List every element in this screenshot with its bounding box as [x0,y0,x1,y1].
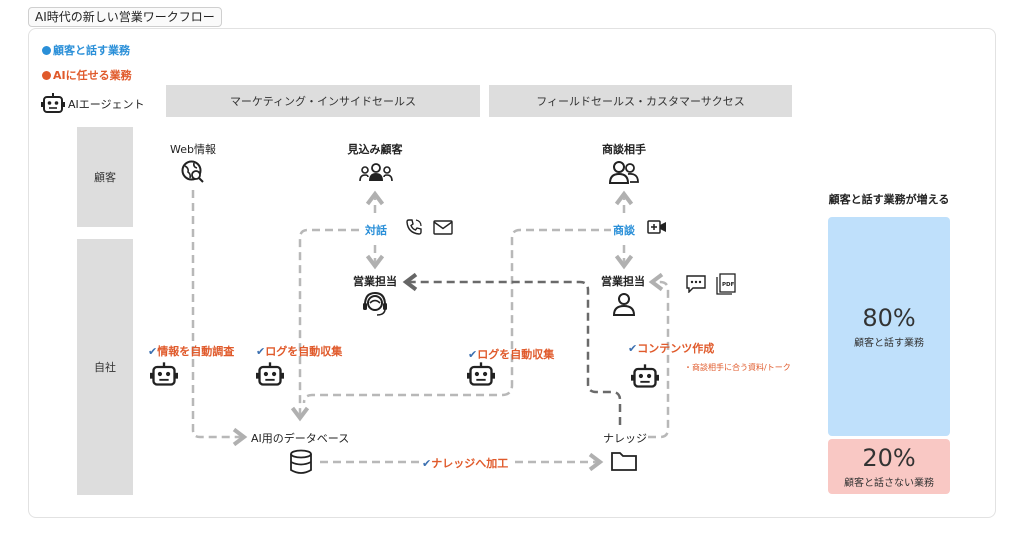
row-customer: 顧客 [77,127,133,227]
channel-talk-label: 対話 [363,222,389,238]
partner-label: 商談相手 [602,143,646,156]
task-content: ✔コンテンツ作成 [628,342,715,355]
stack-notalk-label: 顧客と話さない業務 [844,478,934,489]
task-content-note: ・商談相手に合う資料/トーク [684,363,791,372]
row-company: 自社 [77,239,133,495]
channel-meeting-label: 商談 [611,222,637,238]
connector-meeting-db [302,228,612,404]
rep-field-label: 営業担当 [601,275,645,288]
page-title: AI時代の新しい営業ワークフロー [28,7,222,27]
task-log-2: ✔ログを自動収集 [468,348,555,361]
band-marketing: マーケティング・インサイドセールス [166,85,480,117]
stack-segment-talk: 80% 顧客と話す業務 [828,217,950,436]
database-label: AI用のデータベース [251,432,350,445]
pdf-icon: PDF [716,273,736,295]
legend-talk-label: 顧客と話す業務 [53,44,130,57]
svg-text:PDF: PDF [722,282,735,288]
headset-icon [363,291,387,316]
legend-talk: 顧客と話す業務 [42,44,130,58]
web-label: Web情報 [170,143,216,156]
chat-icon [686,275,706,293]
connector-knowledge-marketing-rep [402,272,622,425]
legend-ai-label: AIに任せる業務 [53,69,132,82]
robot-icon [256,362,284,386]
robot-icon [631,364,659,388]
user-icon [612,293,636,316]
prospect-label: 見込み顧客 [347,143,403,156]
video-call-icon [647,220,666,234]
band-field: フィールドセールス・カスタマーサクセス [489,85,792,117]
people-icon [608,161,639,184]
web-search-icon [181,160,204,183]
task-knowledge: ✔ナレッジへ加工 [420,455,511,471]
rep-marketing-label: 営業担当 [353,275,397,288]
task-research: ✔情報を自動調査 [148,345,235,358]
stack-title: 顧客と話す業務が増える [828,193,950,206]
task-log-1: ✔ログを自動収集 [256,345,343,358]
robot-icon [41,93,65,113]
robot-icon [150,362,178,386]
stack-talk-label: 顧客と話す業務 [854,338,924,349]
connector-web-db [191,190,248,447]
blue-dot-icon [42,46,51,55]
legend-ai: AIに任せる業務 [42,69,132,83]
stack-notalk-percent: 20% [862,444,916,472]
connector-talk-db [290,228,372,422]
legend-agent-label: AIエージェント [68,98,145,111]
legend-agent [41,92,65,114]
stack-talk-percent: 80% [862,304,916,332]
phone-icon [406,219,422,235]
database-icon [290,449,312,474]
mail-icon [433,220,453,235]
robot-icon [467,362,495,386]
stack-segment-notalk: 20% 顧客と話さない業務 [828,439,950,494]
folder-icon [611,452,637,471]
group-icon [359,163,393,182]
red-dot-icon [42,71,51,80]
connector-knowledge-rep [648,272,670,439]
knowledge-label: ナレッジ [603,432,647,445]
